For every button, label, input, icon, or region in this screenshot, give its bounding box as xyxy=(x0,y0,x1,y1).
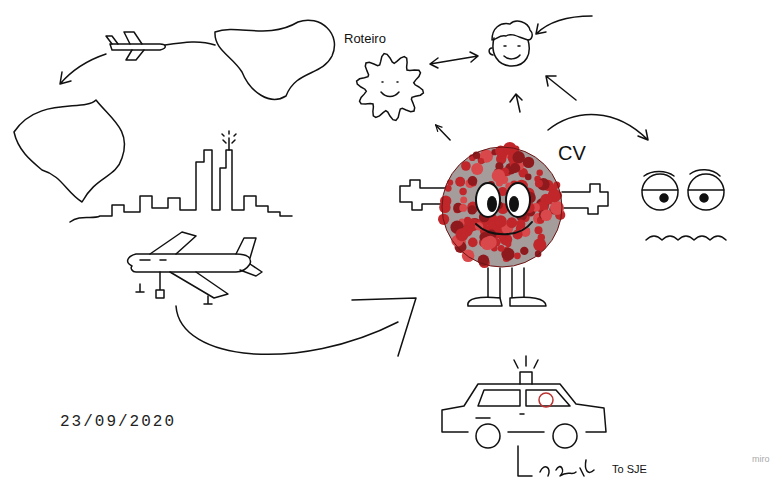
route-arrow xyxy=(60,54,106,84)
map-outline xyxy=(215,20,335,99)
note-label: To SJE xyxy=(612,463,647,475)
curved-arrow xyxy=(176,298,416,356)
arrow xyxy=(536,16,592,34)
map-outline xyxy=(14,100,125,202)
connector-arrow xyxy=(436,125,450,140)
virus-character: CV xyxy=(440,140,590,275)
watermark: miro xyxy=(752,455,770,465)
blob-smile xyxy=(381,82,399,97)
police-car xyxy=(442,356,606,448)
arrow xyxy=(546,76,576,100)
virus-face xyxy=(476,183,532,234)
arrow xyxy=(548,115,648,140)
scribble xyxy=(540,460,594,476)
date-label: 23/09/2020 xyxy=(60,414,176,432)
node-text: CV xyxy=(558,142,586,164)
virus-body xyxy=(438,142,565,268)
route-line xyxy=(165,42,215,45)
antenna xyxy=(222,131,236,150)
blob-outline xyxy=(357,54,424,121)
airplane xyxy=(128,232,262,304)
sad-eyes xyxy=(642,170,726,240)
city-skyline xyxy=(70,150,292,222)
leader-line xyxy=(518,446,532,476)
double-arrow xyxy=(430,52,478,68)
roteiro-blob: Roteiro xyxy=(340,30,440,125)
arrow xyxy=(510,94,522,112)
person-face xyxy=(489,21,532,66)
plane-icon xyxy=(106,32,165,60)
node-text: Roteiro xyxy=(344,32,386,46)
